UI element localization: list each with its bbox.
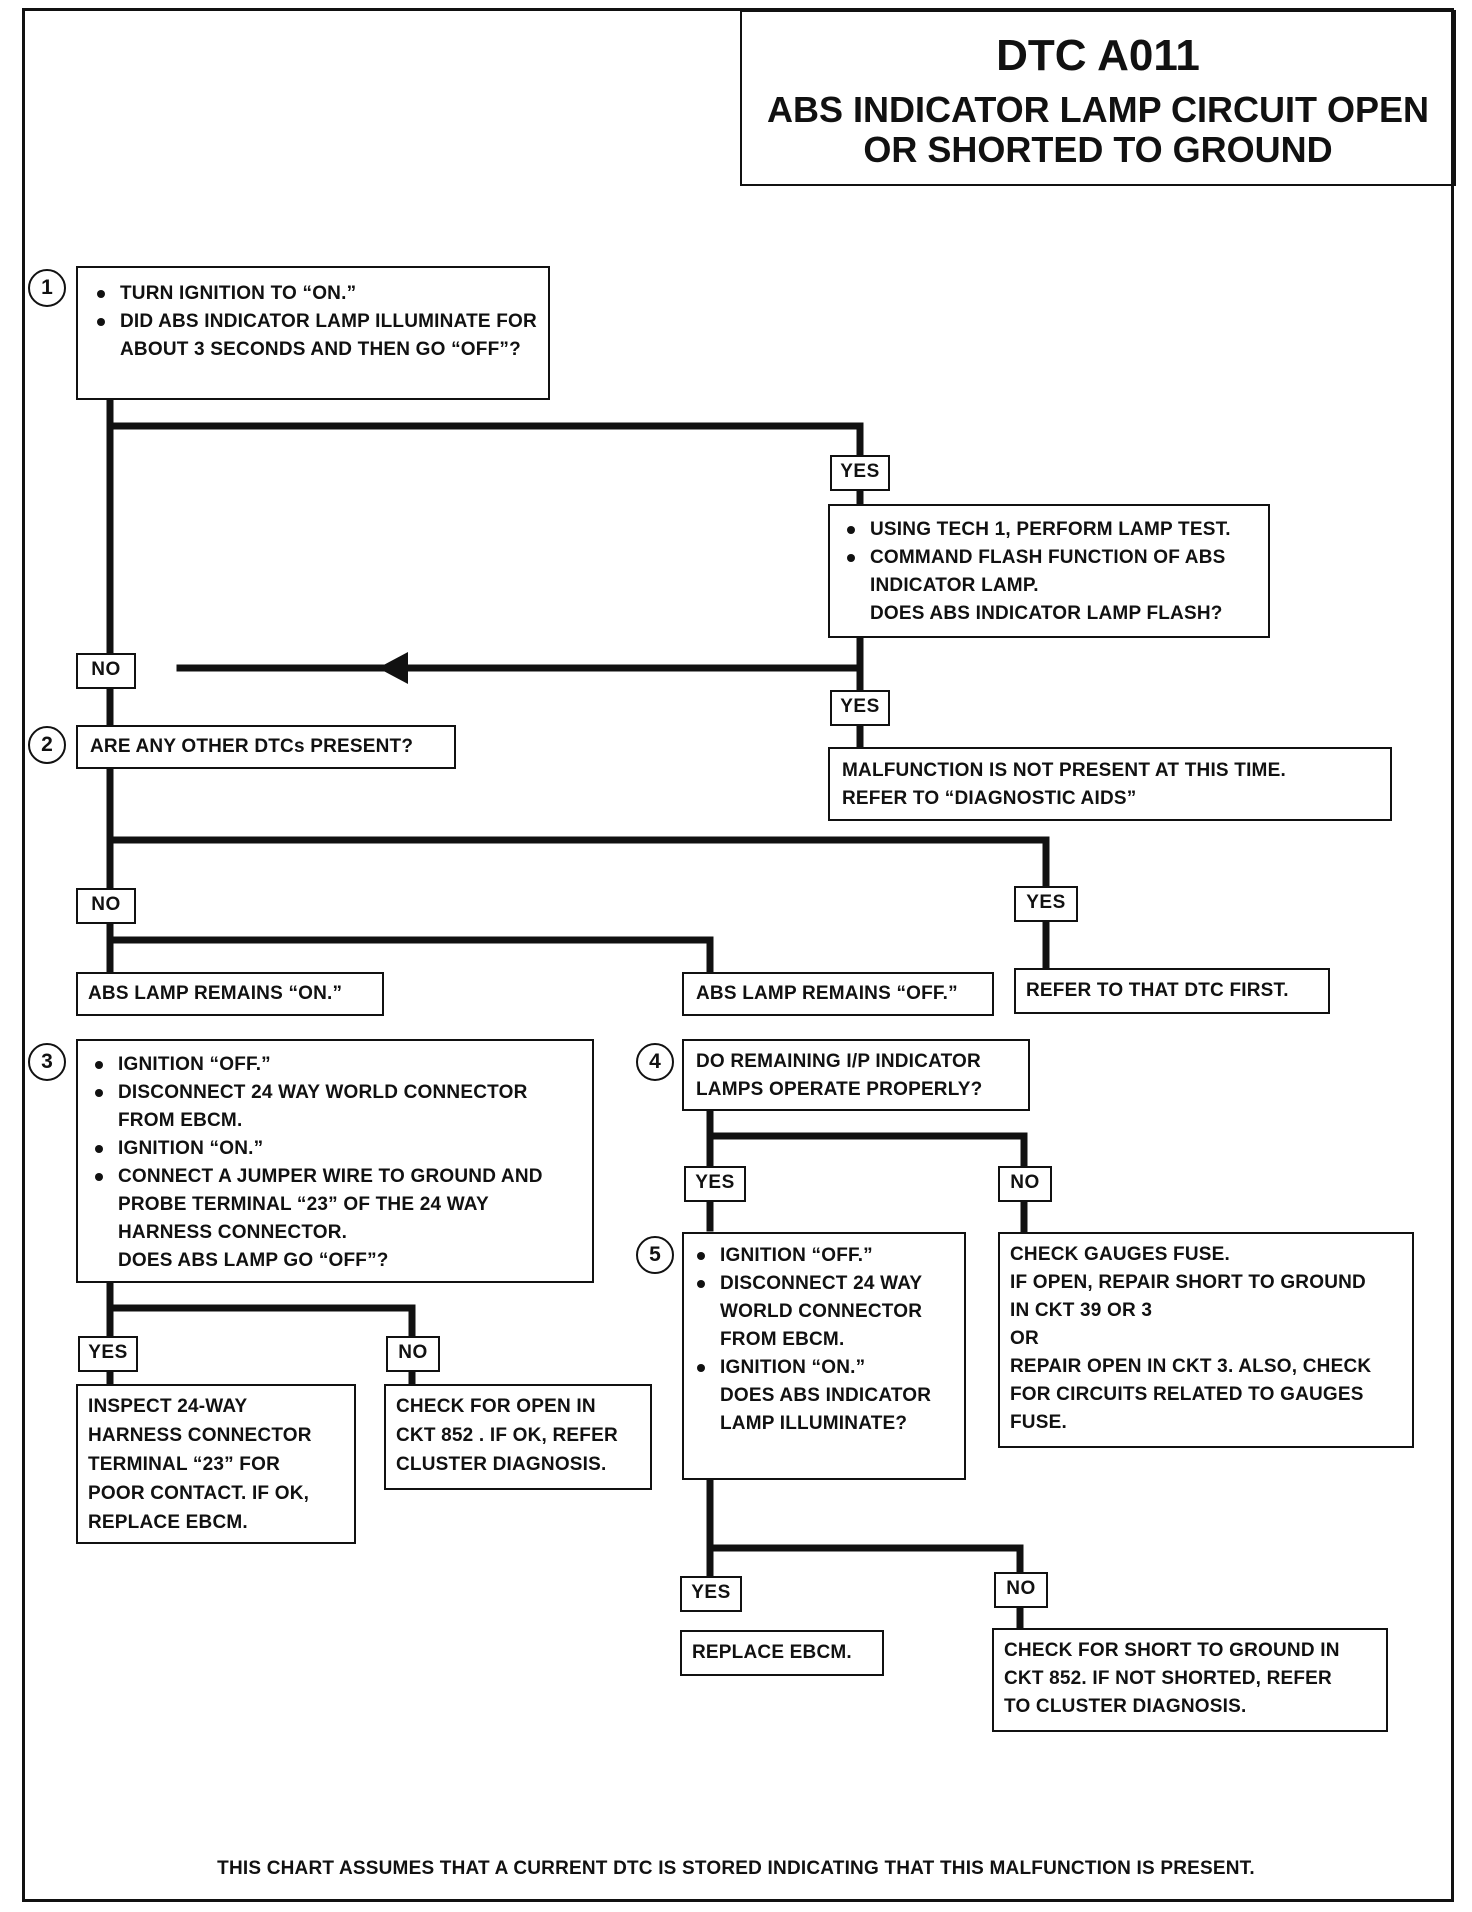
step1-bullet: DID ABS INDICATOR LAMP ILLUMINATE FOR AB…	[88, 308, 538, 364]
step5-yes-label: YES	[680, 1576, 742, 1612]
step-number-2: 2	[28, 726, 66, 764]
step4-no-label: NO	[998, 1166, 1052, 1202]
lamp-on-text: ABS LAMP REMAINS “ON.”	[88, 983, 343, 1004]
lamp-test-yes-label: YES	[830, 455, 890, 491]
step3-bullet: IGNITION “OFF.”	[86, 1051, 582, 1079]
not-present-box: MALFUNCTION IS NOT PRESENT AT THIS TIME.…	[828, 747, 1392, 821]
check-open-line: CHECK FOR OPEN IN	[396, 1396, 596, 1417]
inspect-line: REPLACE EBCM.	[88, 1512, 248, 1533]
gauges-line: FUSE.	[1010, 1412, 1067, 1433]
lamp-test-box: USING TECH 1, PERFORM LAMP TEST. COMMAND…	[828, 504, 1270, 638]
lamp-off-box: ABS LAMP REMAINS “OFF.”	[682, 972, 994, 1016]
step2-yes-label: YES	[1014, 886, 1078, 922]
step5-bullet: IGNITION “OFF.”	[688, 1242, 958, 1270]
replace-ebcm-box: REPLACE EBCM.	[680, 1630, 884, 1676]
lamp-test-bullet: COMMAND FLASH FUNCTION OF ABS INDICATOR …	[838, 544, 1258, 600]
gauges-line: CHECK GAUGES FUSE.	[1010, 1244, 1231, 1265]
refer-dtc-text: REFER TO THAT DTC FIRST.	[1026, 980, 1289, 1001]
check-open-box: CHECK FOR OPEN IN CKT 852 . IF OK, REFER…	[384, 1384, 652, 1490]
lamp-test-question: DOES ABS INDICATOR LAMP FLASH?	[870, 603, 1223, 624]
lamp-flash-yes-label: YES	[830, 690, 890, 726]
step5-no-label: NO	[994, 1572, 1048, 1608]
connector-step2-yes-branch	[106, 836, 1050, 972]
step-number-1: 1	[28, 269, 66, 307]
step3-bullet: CONNECT A JUMPER WIRE TO GROUND AND PROB…	[86, 1163, 582, 1247]
step4-line: LAMPS OPERATE PROPERLY?	[696, 1079, 983, 1100]
connector-lamp-test-no	[176, 631, 864, 672]
check-open-line: CKT 852 . IF OK, REFER	[396, 1425, 618, 1446]
inspect-line: INSPECT 24-WAY	[88, 1396, 248, 1417]
connector-step5-split	[706, 1544, 1024, 1574]
check-short-line: CHECK FOR SHORT TO GROUND IN	[1004, 1640, 1340, 1661]
dtc-code: DTC A011	[996, 31, 1200, 80]
replace-ebcm-text: REPLACE EBCM.	[692, 1642, 852, 1663]
lamp-test-bullet: USING TECH 1, PERFORM LAMP TEST.	[838, 516, 1258, 544]
step3-yes-label: YES	[78, 1336, 138, 1372]
step3-bullet: DISCONNECT 24 WAY WORLD CONNECTOR FROM E…	[86, 1079, 582, 1135]
step-number-3: 3	[28, 1043, 66, 1081]
gauges-line: IF OPEN, REPAIR SHORT TO GROUND	[1010, 1272, 1366, 1293]
step3-box: IGNITION “OFF.” DISCONNECT 24 WAY WORLD …	[76, 1039, 594, 1283]
inspect-line: POOR CONTACT. IF OK,	[88, 1483, 310, 1504]
step5-box: IGNITION “OFF.” DISCONNECT 24 WAY WORLD …	[682, 1232, 966, 1480]
check-short-line: TO CLUSTER DIAGNOSIS.	[1004, 1696, 1247, 1717]
chart-footnote: THIS CHART ASSUMES THAT A CURRENT DTC IS…	[217, 1858, 1255, 1879]
gauges-line: IN CKT 39 OR 3	[1010, 1300, 1153, 1321]
step3-bullet: IGNITION “ON.”	[86, 1135, 582, 1163]
check-short-box: CHECK FOR SHORT TO GROUND IN CKT 852. IF…	[992, 1628, 1388, 1732]
step5-bullet: IGNITION “ON.”	[688, 1354, 958, 1382]
connector-step3-split	[106, 1304, 416, 1344]
gauges-box: CHECK GAUGES FUSE. IF OPEN, REPAIR SHORT…	[998, 1232, 1414, 1448]
inspect-line: TERMINAL “23” FOR	[88, 1454, 281, 1475]
step4-yes-label: YES	[684, 1166, 746, 1202]
step2-no-label: NO	[76, 888, 136, 924]
inspect-box: INSPECT 24-WAY HARNESS CONNECTOR TERMINA…	[76, 1384, 356, 1544]
title-box: DTC A011 ABS INDICATOR LAMP CIRCUIT OPEN…	[740, 10, 1456, 186]
step-number-4: 4	[636, 1043, 674, 1081]
gauges-line: REPAIR OPEN IN CKT 3. ALSO, CHECK	[1010, 1356, 1372, 1377]
step3-no-label: NO	[386, 1336, 440, 1372]
refer-dtc-box: REFER TO THAT DTC FIRST.	[1014, 968, 1330, 1014]
step4-line: DO REMAINING I/P INDICATOR	[696, 1051, 981, 1072]
connector-step1-yes-branch	[106, 422, 864, 509]
lamp-on-box: ABS LAMP REMAINS “ON.”	[76, 972, 384, 1016]
connector-step4-split	[706, 1132, 1028, 1236]
step1-no-label: NO	[76, 653, 136, 689]
check-short-line: CKT 852. IF NOT SHORTED, REFER	[1004, 1668, 1332, 1689]
step5-bullet: DISCONNECT 24 WAY WORLD CONNECTOR FROM E…	[688, 1270, 958, 1354]
flow-arrowhead	[378, 652, 408, 684]
step5-question: DOES ABS INDICATOR LAMP ILLUMINATE?	[720, 1385, 932, 1434]
check-open-line: CLUSTER DIAGNOSIS.	[396, 1454, 607, 1475]
not-present-line: MALFUNCTION IS NOT PRESENT AT THIS TIME.	[842, 760, 1286, 781]
step1-bullet: TURN IGNITION TO “ON.”	[88, 280, 538, 308]
step2-question: ARE ANY OTHER DTCs PRESENT?	[90, 736, 414, 757]
step1-box: TURN IGNITION TO “ON.” DID ABS INDICATOR…	[76, 266, 550, 400]
gauges-line: FOR CIRCUITS RELATED TO GAUGES	[1010, 1384, 1364, 1405]
step-number-5: 5	[636, 1236, 674, 1274]
dtc-description: ABS INDICATOR LAMP CIRCUIT OPEN OR SHORT…	[766, 89, 1430, 170]
gauges-line: OR	[1010, 1328, 1039, 1349]
chart-frame	[22, 8, 1454, 1902]
lamp-off-text: ABS LAMP REMAINS “OFF.”	[696, 983, 958, 1004]
not-present-line: REFER TO “DIAGNOSTIC AIDS”	[842, 788, 1137, 809]
connector-no-to-lamp-on	[106, 936, 714, 984]
inspect-line: HARNESS CONNECTOR	[88, 1425, 312, 1446]
step4-box: DO REMAINING I/P INDICATOR LAMPS OPERATE…	[682, 1039, 1030, 1111]
step3-question: DOES ABS LAMP GO “OFF”?	[118, 1250, 389, 1271]
step2-box: ARE ANY OTHER DTCs PRESENT?	[76, 725, 456, 769]
